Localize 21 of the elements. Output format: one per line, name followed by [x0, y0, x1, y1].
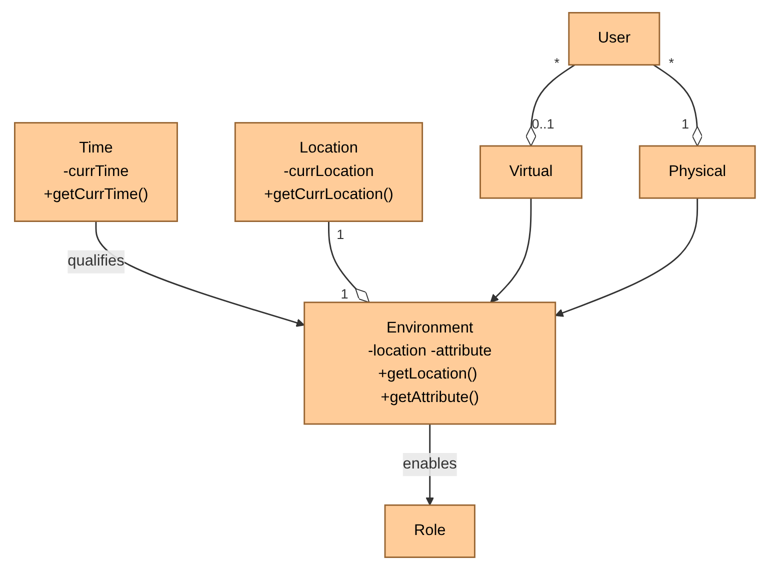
- node-box: Environment -location -attribute +getLocation() +getAttribute(): [304, 301, 556, 424]
- multiplicity-label: 0..1: [532, 116, 554, 132]
- connector: [328, 220, 370, 302]
- node-box: Virtual: [480, 144, 582, 198]
- multiplicity-label: 1: [682, 116, 690, 132]
- edge-label: qualifies: [68, 252, 124, 270]
- edge-label: enables: [402, 455, 458, 472]
- arrow: [95, 220, 305, 326]
- node-box: Location -currLocation +getCurrLocation(): [234, 122, 424, 222]
- connector: [526, 64, 576, 146]
- connector: [653, 64, 703, 146]
- arrow: [555, 198, 698, 316]
- node-box: User: [568, 12, 660, 66]
- node-box: Role: [384, 504, 476, 558]
- arrow: [490, 198, 532, 302]
- multiplicity-label: 1: [336, 226, 344, 242]
- node-box: Time -currTime +getCurrTime(): [14, 122, 178, 222]
- multiplicity-label: 1: [340, 286, 348, 301]
- multiplicity-label: *: [554, 55, 560, 70]
- multiplicity-label: *: [668, 55, 674, 70]
- node-box: Physical: [638, 144, 756, 198]
